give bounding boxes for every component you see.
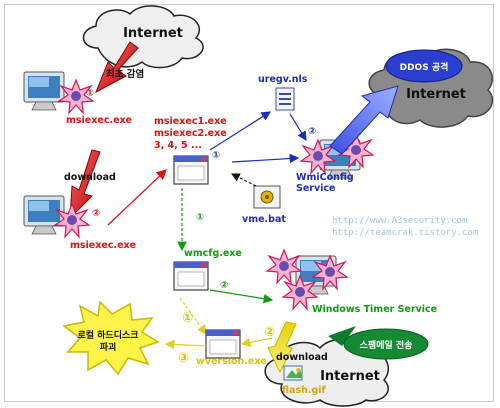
- ddos-arrow: [329, 85, 399, 155]
- arrow-to-wversion: [179, 297, 207, 335]
- label-wversion: wversion.exe: [196, 356, 267, 367]
- timer-service-node: [266, 249, 348, 310]
- step-number-2-yellow: ②: [264, 325, 275, 340]
- label-first-infection: 최초 감염: [106, 68, 144, 80]
- label-download-bottom: download: [276, 352, 328, 363]
- step-number-1-green: ①: [196, 212, 204, 223]
- spam-callout: 스팸메일 전송: [343, 328, 429, 360]
- infection-arrow-top: [95, 41, 139, 94]
- local-disk-burst: 로컬 하드디스크 파괴: [62, 300, 160, 376]
- step-number-2-left: ②: [92, 208, 100, 219]
- infected-pc-top: [23, 71, 94, 114]
- spam-label: 스팸메일 전송: [360, 339, 413, 351]
- step-number-1-yellow: ①: [182, 311, 193, 326]
- label-wmiconfig-1: WmiConfig: [296, 172, 354, 183]
- label-msiexec-top: msiexec.exe: [66, 115, 132, 126]
- local-disk-label-2: 파괴: [100, 341, 117, 353]
- window-wversion: [205, 329, 241, 359]
- vme-bat-icon: [253, 185, 281, 209]
- label-download-left: download: [64, 172, 116, 183]
- infection-arrow-bottom: [69, 149, 101, 220]
- internet-cloud-top-left: Internet: [82, 5, 204, 69]
- spam-arrow: [328, 326, 356, 346]
- label-msiexec-bottom: msiexec.exe: [70, 240, 136, 251]
- local-disk-label-1: 로컬 하드디스크: [77, 329, 138, 341]
- label-uregv: uregv.nls: [258, 74, 308, 85]
- label-msiexec1: msiexec1.exe: [154, 116, 227, 127]
- cloud-label-bottom: Internet: [320, 369, 380, 384]
- label-timer-service: Windows Timer Service: [312, 304, 437, 315]
- step-number-3-yellow: ③: [178, 351, 189, 366]
- arrow-to-msiexec-group: [107, 169, 167, 226]
- arrow-uregv-to-wmi: [289, 113, 307, 142]
- arrow-to-uregv: [209, 111, 272, 151]
- label-wmiconfig-2: Service: [296, 183, 336, 194]
- step-number-1-top: ①: [86, 88, 94, 99]
- label-msiexec2: msiexec2.exe: [154, 128, 227, 139]
- step-number-2-blue: ②: [308, 126, 316, 137]
- arrow-vme-to-msiexec: [231, 173, 257, 187]
- url-a3security: http://www.A3security.com: [332, 216, 467, 226]
- label-vme: vme.bat: [242, 214, 286, 225]
- label-wmcfg: wmcfg.exe: [184, 248, 242, 259]
- window-wmcfg: [173, 261, 209, 291]
- arrow-to-wmiconfig: [231, 153, 300, 164]
- arrow-to-local-disk: [164, 339, 207, 350]
- step-number-2-green: ②: [220, 280, 228, 291]
- flash-gif-icon: [283, 365, 303, 381]
- step-number-1-center: ①: [212, 150, 220, 161]
- label-flash-gif: flash.gif: [282, 385, 327, 396]
- cloud-label-top-right: Internet: [406, 87, 466, 102]
- cloud-label-top-left: Internet: [123, 26, 183, 41]
- ddos-callout: DDOS 공격: [385, 49, 463, 83]
- arrow-to-timer-service: [209, 289, 274, 304]
- internet-cloud-bottom: Internet: [264, 338, 389, 407]
- ddos-label: DDOS 공격: [400, 61, 449, 73]
- url-teamcrak: http://teamcrak.tistory.com: [332, 228, 478, 238]
- label-msiexec-more: 3, 4, 5 ...: [154, 140, 202, 151]
- download-arrow-bottom: [267, 321, 297, 374]
- arrow-flash-to-wversion: [240, 337, 273, 348]
- window-msiexec: [173, 155, 209, 185]
- uregv-file-icon: [275, 87, 295, 111]
